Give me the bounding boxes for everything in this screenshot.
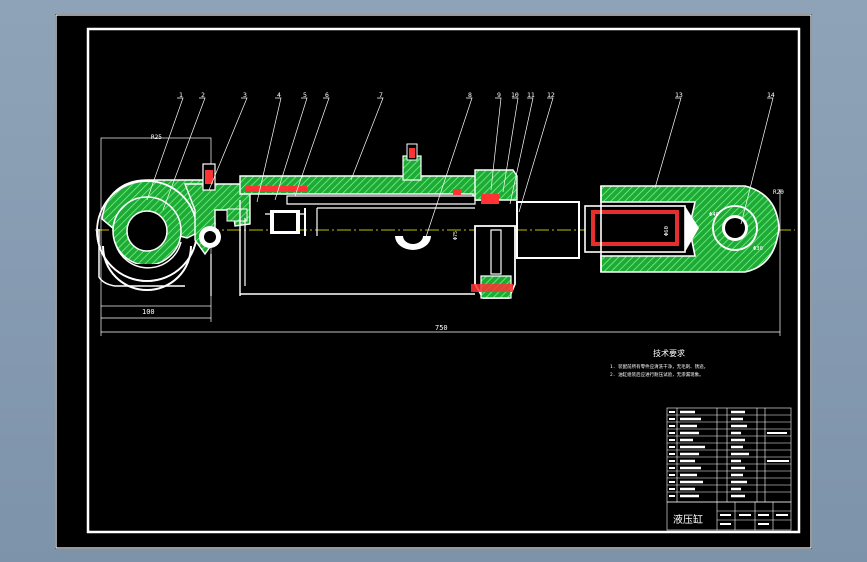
outer-border (55, 14, 812, 549)
balloon-3: 3 (243, 91, 247, 99)
piston-rod (516, 201, 580, 259)
balloon-numbers: 1 2 3 4 5 6 7 8 9 10 11 12 13 14 (179, 91, 775, 99)
dim-right-dia-1: Φ40 (709, 212, 719, 218)
balloon-1: 1 (179, 91, 183, 99)
dimension-lines (100, 189, 781, 336)
balloon-12: 12 (547, 91, 555, 99)
dim-left-width: 100 (142, 308, 155, 316)
dim-right-radius: R20 (773, 189, 784, 196)
balloon-8: 8 (468, 91, 472, 99)
tech-requirements: 技术要求 1. 装配前所有零件应清洗干净，无毛刺、锈迹。 2. 油缸组装后应进行… (610, 348, 708, 378)
rod-gland (471, 169, 518, 299)
balloon-9: 9 (497, 91, 501, 99)
cad-drawing: 100 750 R25 R20 Φ40 Φ30 Φ75 Φ60 1 2 3 4 … (55, 14, 812, 549)
drawing-title: 液压缸 (673, 513, 703, 526)
balloon-14: 14 (767, 91, 775, 99)
balloon-6: 6 (325, 91, 329, 99)
parts-list-scribbles (680, 410, 789, 498)
balloon-5: 5 (303, 91, 307, 99)
balloon-leaders (146, 97, 774, 241)
dim-mid: Φ75 (453, 231, 459, 240)
cylinder-end-cap (183, 163, 251, 256)
balloon-11: 11 (527, 91, 535, 99)
parts-list-table (666, 407, 792, 503)
tech-requirement-line-2: 2. 油缸组装后应进行耐压试验，无渗漏现象。 (610, 371, 704, 378)
balloon-4: 4 (277, 91, 281, 99)
dim-right-dia-2: Φ30 (753, 246, 763, 252)
dim-left-radius: R25 (151, 134, 162, 141)
piston (395, 236, 431, 250)
balloon-10: 10 (511, 91, 519, 99)
balloon-13: 13 (675, 91, 683, 99)
dim-overall-length: 750 (435, 324, 448, 332)
tech-requirements-title: 技术要求 (653, 348, 685, 358)
cylinder-barrel (210, 143, 496, 296)
inner-border (86, 27, 801, 534)
rod-end-eye (584, 185, 780, 273)
title-block (666, 501, 792, 531)
balloon-7: 7 (379, 91, 383, 99)
parts-list-rows (667, 414, 791, 493)
dim-bore: Φ60 (664, 226, 670, 236)
drawing-sheet: 100 750 R25 R20 Φ40 Φ30 Φ75 Φ60 1 2 3 4 … (55, 14, 812, 549)
tech-requirement-line-1: 1. 装配前所有零件应清洗干净，无毛刺、锈迹。 (610, 363, 708, 370)
balloon-2: 2 (201, 91, 205, 99)
